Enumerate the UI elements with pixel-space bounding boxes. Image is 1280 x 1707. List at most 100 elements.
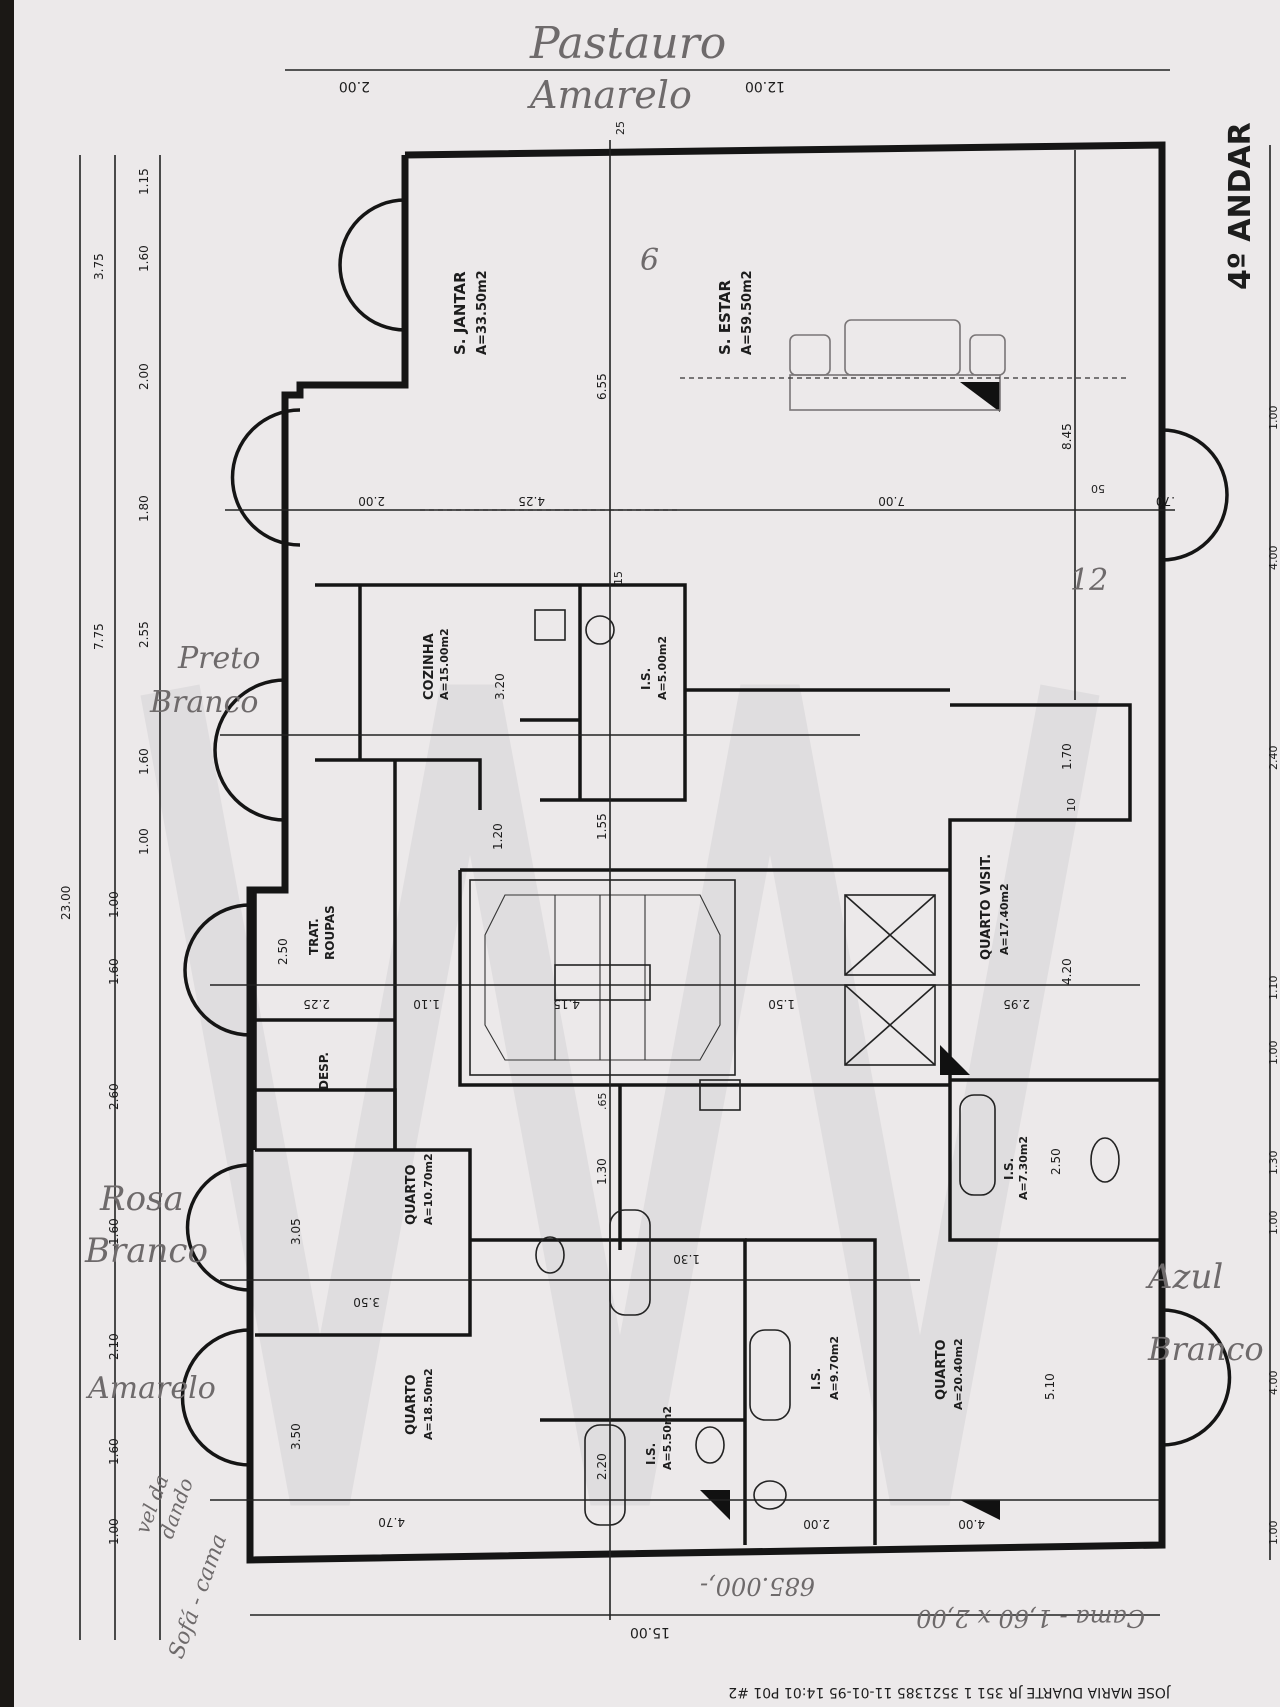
- dim-right-6: 1.00: [1267, 1211, 1280, 1236]
- note-6: 6: [640, 243, 659, 278]
- room-is1-name: I.S.: [639, 668, 653, 690]
- room-is3-name: I.S.: [644, 1443, 658, 1465]
- dim-130: 1.30: [595, 1158, 609, 1185]
- dim-right-1: 4.00: [1267, 546, 1280, 571]
- room-quarto2-name: QUARTO: [404, 1374, 419, 1435]
- room-quarto1-name: QUARTO: [404, 1164, 419, 1225]
- dim-155: 1.55: [595, 813, 609, 840]
- dim-50: 50: [1091, 482, 1105, 495]
- note-12: 12: [1070, 563, 1108, 598]
- dim-470: 4.70: [378, 1515, 405, 1529]
- dim-655: 6.55: [595, 373, 609, 400]
- dim-845: 8.45: [1060, 423, 1074, 450]
- dim-left-12: 1.60: [107, 1438, 121, 1465]
- dim-220: 2.20: [595, 1453, 609, 1480]
- room-is1-area: A=5.00m2: [656, 636, 669, 700]
- dim-left-1: 1.60: [137, 245, 151, 272]
- dim-250b: 2.50: [1049, 1148, 1063, 1175]
- dim-right-7: 4.00: [1267, 1371, 1280, 1396]
- room-trat-name2: ROUPAS: [323, 905, 337, 960]
- dim-110: 1.10: [413, 997, 440, 1011]
- dimension-lines: [79, 69, 1271, 1640]
- note-pastauro: Pastauro: [529, 18, 726, 69]
- fixtures: [534, 382, 1120, 1526]
- note-branco-preto: Branco: [149, 685, 258, 720]
- dim-left-5: 1.60: [137, 748, 151, 775]
- dim-70: .70: [1156, 494, 1175, 508]
- room-quarto-visit-area: A=17.40m2: [998, 883, 1011, 955]
- dim-right-4: 1.00: [1267, 1041, 1280, 1066]
- room-jantar-name: S. JANTAR: [451, 271, 469, 355]
- room-cozinha-name: COZINHA: [422, 633, 437, 700]
- note-cama: Cama - 1,60 x 2,00: [916, 1604, 1145, 1632]
- dim-left-11: 2.10: [107, 1333, 121, 1360]
- dim-65: .65: [596, 1093, 609, 1111]
- dim-200b: 2.00: [803, 1517, 830, 1531]
- dims-top: 2.00 12.00 15.00: [339, 78, 785, 1640]
- dim-left-10: 1.60: [107, 1218, 121, 1245]
- room-labels: S. JANTAR A=33.50m2 S. ESTAR A=59.50m2 C…: [307, 270, 1030, 1470]
- room-quarto-visit-name: QUARTO VISIT.: [979, 854, 994, 960]
- dim-295: 2.95: [1003, 997, 1030, 1011]
- dim-left-outer-0: 3.75: [92, 253, 106, 280]
- note-amarelo-left: Amarelo: [85, 1371, 216, 1406]
- dim-left-7: 1.00: [107, 891, 121, 918]
- note-preto: Preto: [177, 641, 260, 676]
- dims-inner: 6.55 8.45 2.00 4.25 7.00 .70 3.20 1.20 1…: [276, 121, 1175, 1531]
- page-title: 4º ANDAR: [1223, 122, 1258, 290]
- dim-120: 1.20: [491, 823, 505, 850]
- interior-walls: [253, 583, 1162, 1545]
- dim-left-13: 1.00: [107, 1518, 121, 1545]
- room-cozinha-area: A=15.00m2: [438, 628, 451, 700]
- dim-left-0: 1.15: [137, 168, 151, 195]
- dim-top-1: 12.00: [745, 78, 785, 94]
- dim-200: 2.00: [358, 494, 385, 508]
- dim-130b: 1.30: [673, 1252, 700, 1266]
- dim-right-8: 1.00: [1267, 1521, 1280, 1546]
- dim-left-outer-1: 7.75: [92, 623, 106, 650]
- dim-510: 5.10: [1043, 1373, 1057, 1400]
- dim-350b: 3.50: [289, 1423, 303, 1450]
- dim-225: 2.25: [303, 997, 330, 1011]
- note-price: 685.000,-: [700, 1572, 815, 1600]
- fax-footer: JOSE MARIA DUARTE JR 351 1 3521385 11-01…: [728, 1684, 1171, 1700]
- dims-left-inner: 1.15 1.60 2.00 1.80 2.55 1.60 1.00 1.00 …: [107, 168, 151, 1545]
- furniture-pencil: [420, 319, 1130, 511]
- dim-170: 1.70: [1060, 743, 1074, 770]
- dim-left-2: 2.00: [137, 363, 151, 390]
- note-sofa: Sofá - cama: [164, 1531, 232, 1662]
- dims-right: 1.00 4.00 2.40 1.10 1.00 1.30 1.00 4.00 …: [1267, 406, 1280, 1546]
- dim-bottom: 15.00: [630, 1624, 670, 1640]
- dim-left-3: 1.80: [137, 495, 151, 522]
- dim-305: 3.05: [289, 1218, 303, 1245]
- room-is3-area: A=5.50m2: [661, 1406, 674, 1470]
- room-desp-name: DESP.: [317, 1052, 331, 1090]
- note-azul: Azul: [1145, 1257, 1223, 1297]
- dim-top-0: 2.00: [339, 78, 370, 94]
- dim-right-3: 1.10: [1267, 976, 1280, 1001]
- dim-left-4: 2.55: [137, 621, 151, 648]
- dim-250a: 2.50: [276, 938, 290, 965]
- dim-150: 1.50: [768, 997, 795, 1011]
- dim-15: 15: [612, 571, 625, 585]
- room-is4-name: I.S.: [809, 1368, 823, 1390]
- stair-and-lifts: [469, 879, 936, 1076]
- dim-right-0: 1.00: [1267, 406, 1280, 431]
- dim-400: 4.00: [958, 1517, 985, 1531]
- dim-320: 3.20: [493, 673, 507, 700]
- dim-left-8: 1.60: [107, 958, 121, 985]
- dim-left-outer-2: 23.00: [59, 886, 73, 920]
- dim-415: 4.15: [553, 997, 580, 1011]
- room-estar-name: S. ESTAR: [716, 280, 734, 355]
- room-is4-area: A=9.70m2: [828, 1336, 841, 1400]
- room-quarto1-area: A=10.70m2: [422, 1153, 435, 1225]
- room-estar-area: A=59.50m2: [740, 270, 755, 355]
- room-is2-area: A=7.30m2: [1017, 1136, 1030, 1200]
- room-is2-name: I.S.: [1002, 1158, 1016, 1180]
- note-rosa: Rosa: [99, 1179, 184, 1219]
- dim-25: 25: [614, 121, 627, 135]
- dim-right-5: 1.30: [1267, 1151, 1280, 1176]
- room-jantar-area: A=33.50m2: [475, 270, 490, 355]
- dim-700: 7.00: [878, 494, 905, 508]
